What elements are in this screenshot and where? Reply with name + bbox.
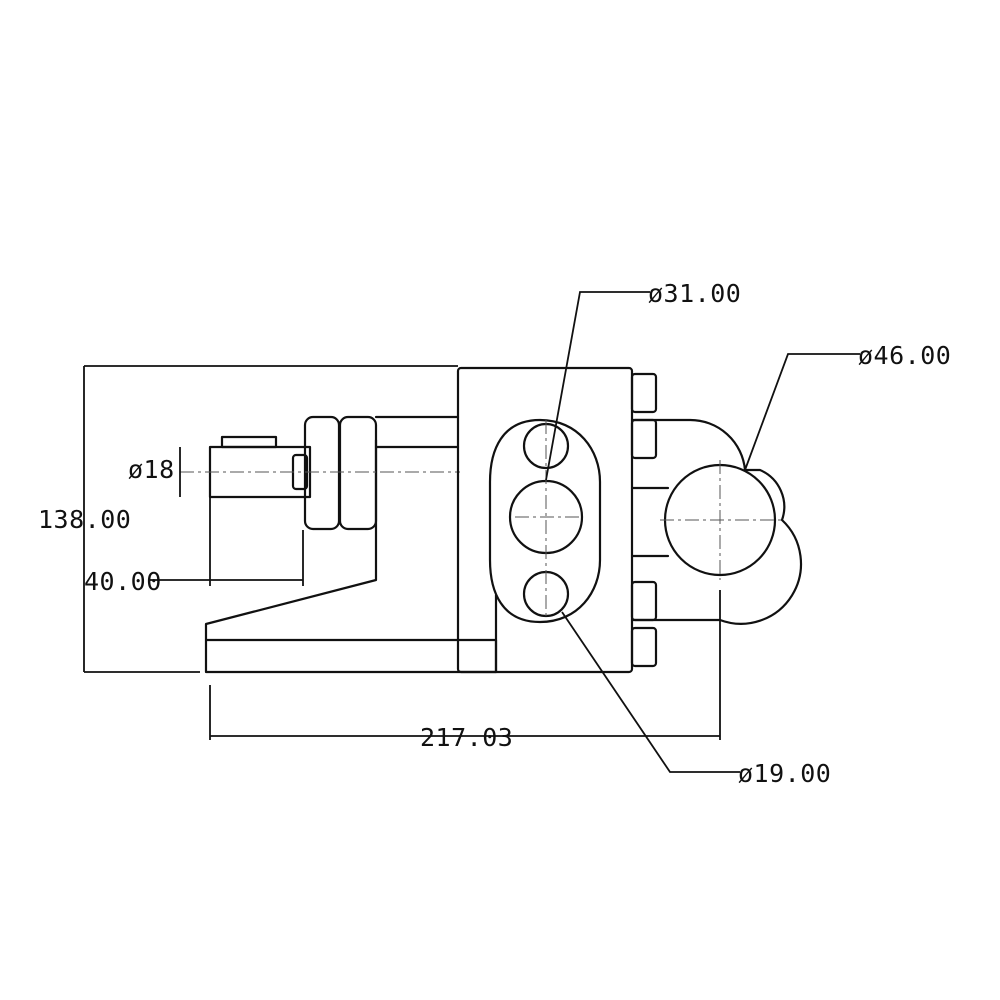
label-overall-height: 138.00 xyxy=(38,505,131,534)
pump-body xyxy=(456,366,803,674)
dim-overall-height xyxy=(83,365,458,673)
clamp-ring xyxy=(660,460,785,580)
dim-overall-length xyxy=(209,590,721,740)
label-shaft-length: 40.00 xyxy=(84,567,162,596)
base-plate xyxy=(204,438,498,674)
dim-shaft-length xyxy=(150,497,304,586)
label-port-diameter: ø31.00 xyxy=(648,279,741,308)
label-small-port-diameter: ø19.00 xyxy=(738,759,831,788)
leader-port-diameter xyxy=(545,291,650,481)
bolts xyxy=(630,372,658,668)
port-flange xyxy=(488,418,602,624)
label-clamp-diameter: ø46.00 xyxy=(858,341,951,370)
label-overall-length: 217.03 xyxy=(420,723,513,752)
shaft-assembly xyxy=(180,415,460,531)
leader-small-port-diameter xyxy=(561,611,740,773)
leader-clamp-diameter xyxy=(744,353,860,471)
label-shaft-diameter: ø18 xyxy=(128,455,175,484)
